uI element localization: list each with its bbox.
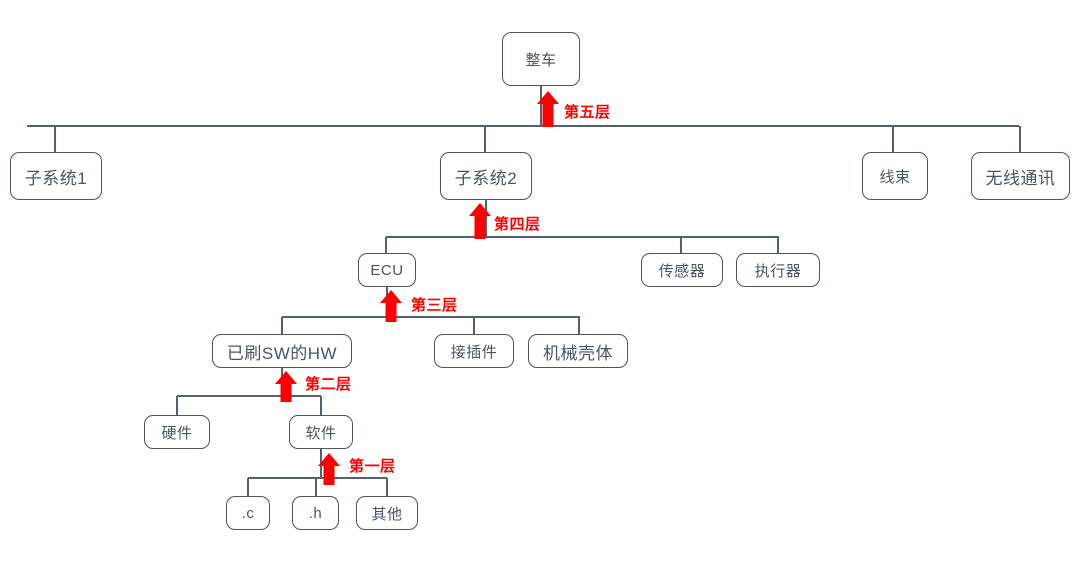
node-software[interactable]: 软件 bbox=[289, 415, 353, 449]
connector-bus-bus2 bbox=[177, 395, 321, 397]
connector-child-bus2-1 bbox=[320, 396, 322, 415]
connector-child-bus4-2 bbox=[777, 237, 779, 253]
connector-bus-bus4 bbox=[386, 236, 779, 238]
node-subsystem2[interactable]: 子系统2 bbox=[440, 152, 532, 200]
node-label: 软件 bbox=[305, 424, 337, 442]
node-harness[interactable]: 线束 bbox=[862, 152, 928, 200]
node-subsystem1[interactable]: 子系统1 bbox=[10, 152, 102, 200]
node-connector[interactable]: 接插件 bbox=[434, 334, 514, 368]
connector-child-bus2-0 bbox=[176, 396, 178, 415]
node-label: 子系统2 bbox=[454, 168, 518, 188]
node-vehicle[interactable]: 整车 bbox=[502, 32, 580, 86]
layer-label-layer5: 第五层 bbox=[564, 104, 611, 121]
node-label: 机械壳体 bbox=[543, 343, 613, 363]
node-label: 无线通讯 bbox=[985, 168, 1056, 188]
connector-child-bus3-1 bbox=[473, 317, 475, 334]
node-label: 接插件 bbox=[450, 343, 498, 361]
layer-label-layer2: 第二层 bbox=[305, 376, 352, 393]
node-dot-h[interactable]: .h bbox=[292, 496, 339, 530]
up-arrow-icon-layer2 bbox=[274, 371, 298, 402]
connector-bus-bus3 bbox=[282, 316, 580, 318]
connector-child-bus5-2 bbox=[892, 126, 894, 152]
node-label: 硬件 bbox=[161, 424, 193, 442]
node-label: 其他 bbox=[371, 505, 403, 523]
layer-label-layer4: 第四层 bbox=[494, 216, 541, 233]
connector-child-bus3-2 bbox=[578, 317, 580, 334]
connector-child-bus4-1 bbox=[680, 237, 682, 253]
connector-parent-bus5 bbox=[540, 86, 542, 126]
node-mech-housing[interactable]: 机械壳体 bbox=[528, 334, 628, 368]
node-actuator[interactable]: 执行器 bbox=[736, 253, 820, 287]
connector-bus-bus1 bbox=[248, 477, 387, 479]
connector-child-bus5-1 bbox=[484, 126, 486, 152]
connector-child-bus3-0 bbox=[281, 317, 283, 334]
layer-label-layer3: 第三层 bbox=[411, 297, 458, 314]
connector-parent-bus4 bbox=[485, 200, 487, 237]
connector-child-bus5-3 bbox=[1019, 126, 1021, 152]
node-label: 传感器 bbox=[658, 262, 706, 280]
up-arrow-icon-layer5 bbox=[536, 91, 560, 127]
layer-label-layer1: 第一层 bbox=[349, 458, 396, 475]
connector-child-bus1-1 bbox=[315, 478, 317, 496]
node-sensor[interactable]: 传感器 bbox=[641, 253, 723, 287]
node-label: .c bbox=[241, 504, 255, 522]
connector-child-bus1-0 bbox=[247, 478, 249, 496]
up-arrow-icon-layer4 bbox=[468, 203, 492, 239]
node-dot-c[interactable]: .c bbox=[226, 496, 270, 530]
node-wireless[interactable]: 无线通讯 bbox=[971, 152, 1070, 200]
node-label: 线束 bbox=[879, 168, 911, 186]
up-arrow-icon-layer1 bbox=[317, 453, 341, 485]
connector-child-bus1-2 bbox=[386, 478, 388, 496]
connector-child-bus4-0 bbox=[385, 237, 387, 253]
node-label: 整车 bbox=[525, 51, 557, 69]
connector-bus-bus5 bbox=[27, 125, 1019, 127]
node-label: 执行器 bbox=[754, 262, 802, 280]
node-other[interactable]: 其他 bbox=[356, 496, 418, 530]
node-hardware[interactable]: 硬件 bbox=[144, 415, 210, 449]
node-label: 子系统1 bbox=[24, 168, 88, 188]
node-label: .h bbox=[308, 504, 323, 522]
node-label: 已刷SW的HW bbox=[226, 343, 338, 363]
connector-child-bus5-0 bbox=[54, 126, 56, 152]
node-flashed-hw[interactable]: 已刷SW的HW bbox=[212, 334, 352, 368]
node-ecu[interactable]: ECU bbox=[358, 253, 416, 287]
node-label: ECU bbox=[370, 261, 404, 279]
up-arrow-icon-layer3 bbox=[379, 290, 403, 322]
